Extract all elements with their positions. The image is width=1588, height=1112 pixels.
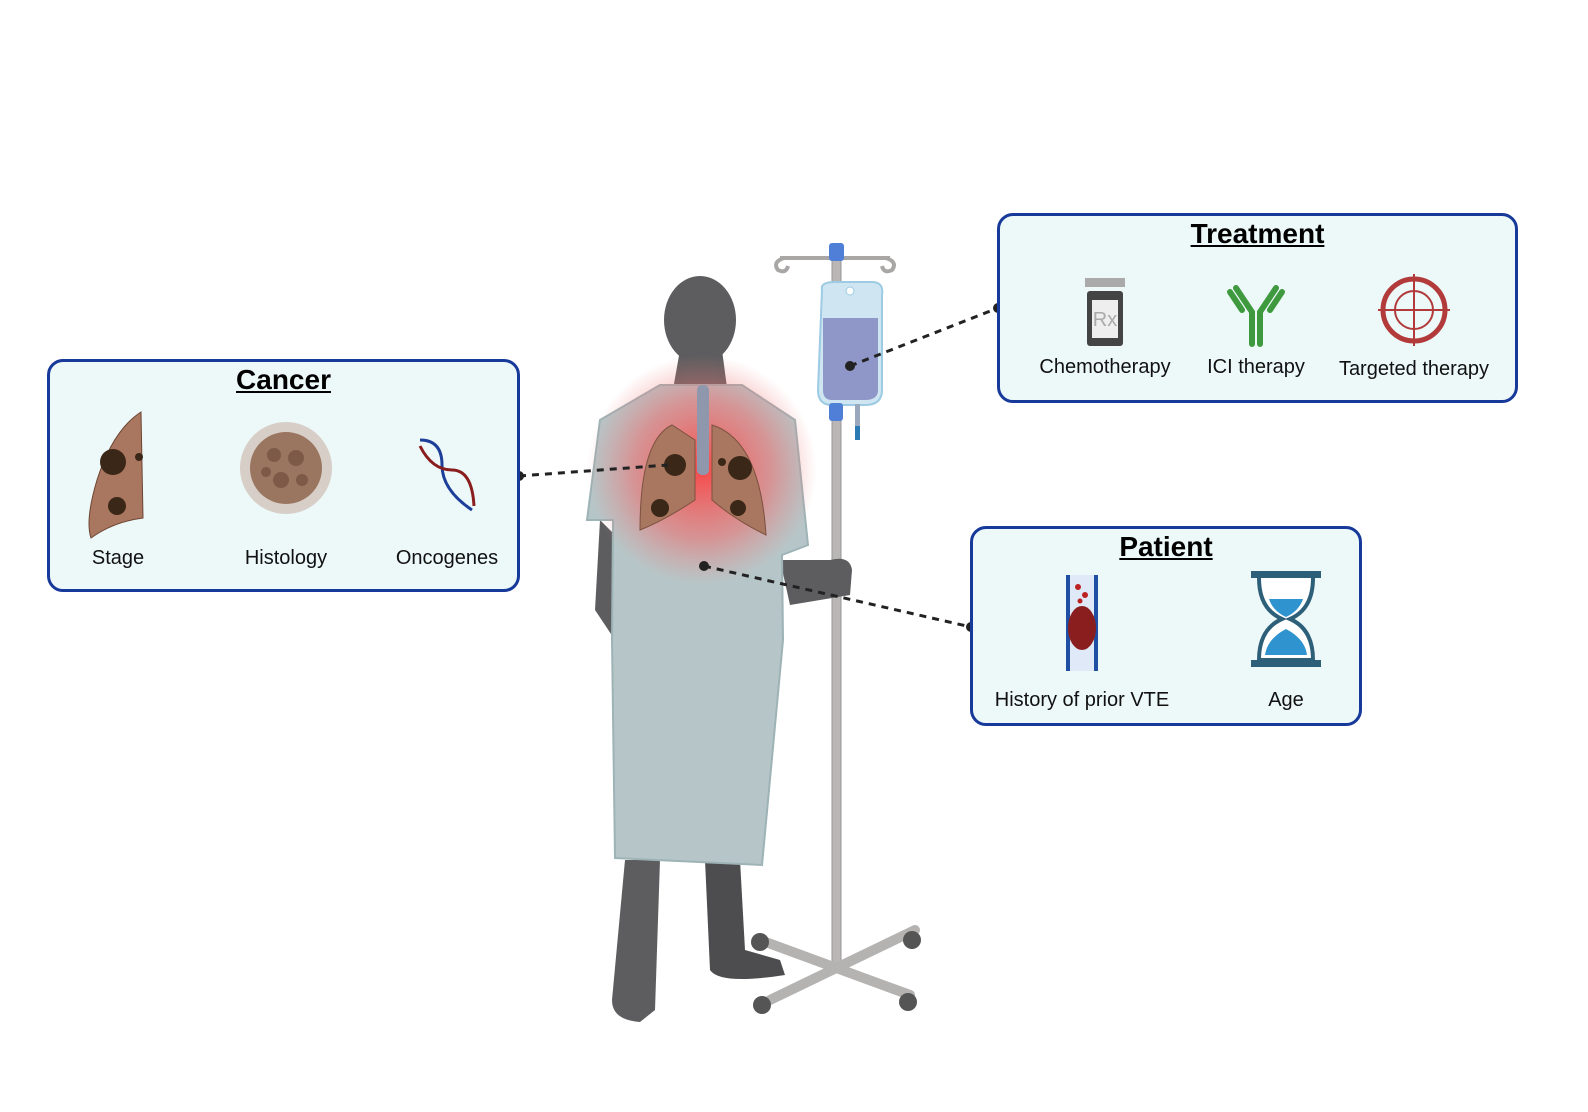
lung-tumor-icon [88,411,144,539]
cell-cluster-icon [240,422,332,514]
treatment-item-chemotherapy: Rx Chemotherapy [1010,276,1200,396]
patient-box: Patient History of prior VTE Age [970,526,1362,726]
dna-icon [418,438,476,512]
patient-item-vte: History of prior VTE [987,573,1177,723]
history-of-prior-vte-label: History of prior VTE [994,689,1170,711]
svg-text:Rx: Rx [1093,309,1117,331]
hourglass-icon [1251,571,1321,667]
cancer-item-oncogenes: Oncogenes [352,410,542,590]
histology-label: Histology [244,547,328,569]
patient-figure [585,276,852,1022]
treatment-item-targeted: Targeted therapy [1319,272,1509,392]
cancer-item-histology: Histology [191,410,381,590]
patient-title: Patient [1119,531,1213,562]
targeted-therapy-label: Targeted therapy [1338,358,1490,380]
target-icon [1378,274,1450,346]
connector-lines [518,306,999,629]
ici-therapy-label: ICI therapy [1207,356,1305,378]
chemotherapy-label: Chemotherapy [1039,356,1171,378]
iv-bag [816,281,884,440]
stage-label: Stage [91,547,145,569]
treatment-box: Treatment Rx Chemotherapy ICI therapy Ta… [997,213,1518,403]
antibody-icon [1227,285,1285,347]
cancer-box: Cancer Stage Histology Oncogenes [47,359,520,592]
treatment-item-ici: ICI therapy [1161,276,1351,396]
rx-bottle-icon: Rx [1085,278,1125,346]
blood-clot-vessel-icon [1066,575,1098,671]
cancer-title: Cancer [236,364,331,395]
patient-item-age: Age [1191,569,1381,719]
iv-pole [751,243,921,1014]
oncogenes-label: Oncogenes [395,547,499,569]
cancer-item-stage: Stage [23,410,213,590]
treatment-title: Treatment [1190,218,1325,249]
age-label: Age [1268,689,1304,711]
